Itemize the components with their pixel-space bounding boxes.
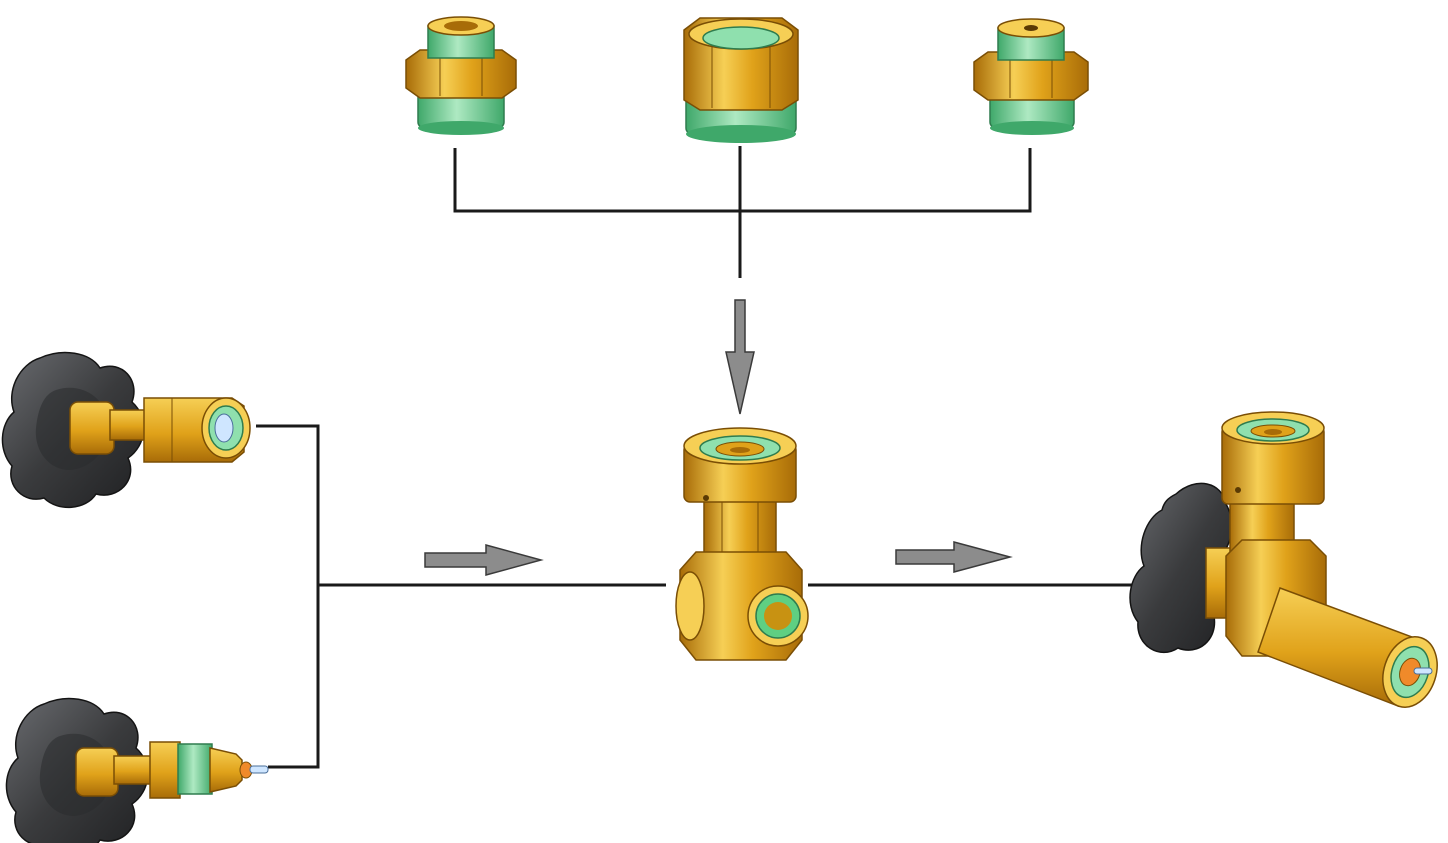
connector-lines xyxy=(256,146,1136,769)
arrow-down xyxy=(725,299,755,415)
valve-body-icon xyxy=(675,427,809,661)
threaded-adapter-icon xyxy=(405,16,517,135)
hex-nut-adapter-icon xyxy=(683,17,799,143)
threaded-adapter-small-bore-icon xyxy=(973,18,1089,135)
arrow-right-right xyxy=(895,541,1013,573)
connector-left-bracket xyxy=(256,424,320,769)
handwheel-spindle-icon xyxy=(1,351,251,509)
arrow-right-left xyxy=(424,544,544,576)
connector-top-bracket xyxy=(453,148,1032,213)
assembled-valve-icon xyxy=(1129,411,1438,708)
handwheel-spindle-pin-icon xyxy=(5,697,269,843)
